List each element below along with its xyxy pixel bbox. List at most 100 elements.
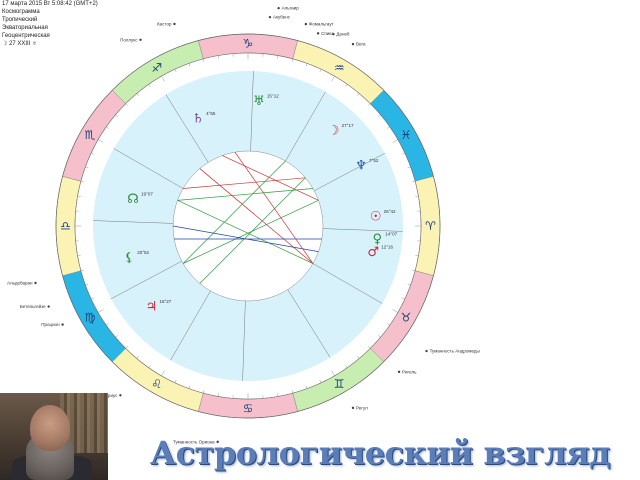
uranus-icon: ♅ — [253, 94, 265, 109]
degree-tick — [125, 103, 128, 106]
datetime-label: 17 марта 2015 Вт 5:08:42 (GMT+2) — [2, 1, 98, 7]
moon-line-label: ☽ 27 XXIII ♅ — [2, 41, 37, 47]
star-marker — [47, 305, 50, 308]
degree-tick — [392, 309, 398, 313]
house-spoke-5 — [312, 263, 383, 304]
saturn-icon: ♄ — [192, 112, 204, 127]
degree-tick — [415, 195, 419, 197]
degree-tick — [407, 166, 411, 169]
degree-tick — [345, 84, 348, 87]
star-label: Альтаир — [282, 6, 300, 11]
degree-tick — [203, 390, 205, 394]
chart-header: 17 марта 2015 Вт 5:08:42 (GMT+2) Космогр… — [2, 0, 98, 48]
sun-icon: ☉ — [370, 210, 382, 225]
degree-tick — [91, 297, 95, 300]
degree-tick — [291, 58, 293, 62]
taurus-sign-glyph: ♉ — [401, 310, 412, 324]
star-label: Кастор — [157, 21, 172, 26]
degree-tick — [115, 335, 118, 338]
jupiter-icon: ♃ — [146, 299, 158, 314]
lilith-degree: 20°52 — [137, 250, 149, 255]
degree-tick — [217, 393, 219, 397]
aries-sign-glyph: ♈ — [425, 219, 436, 233]
degree-tick — [174, 69, 177, 73]
house-spoke-7 — [242, 300, 246, 381]
degree-tick — [203, 58, 205, 62]
degree-tick — [188, 63, 191, 67]
degree-tick — [106, 126, 109, 129]
degree-tick — [277, 393, 279, 397]
degree-tick — [368, 346, 371, 349]
house-spoke-12 — [165, 94, 209, 163]
mars-icon: ♂ — [367, 245, 379, 260]
capricorn-sign-glyph: ♑ — [243, 37, 254, 51]
star-marker — [332, 32, 335, 36]
star-label: Бетельгейзе — [20, 303, 46, 309]
aspect-line-2 — [222, 155, 319, 201]
degree-tick — [217, 55, 219, 59]
degree-tick — [305, 63, 308, 67]
house-system-label: Тропический — [2, 17, 38, 23]
degree-tick — [136, 93, 139, 96]
gemini-sign-glyph: ♊ — [334, 377, 345, 391]
aspect-line-10 — [199, 177, 306, 284]
star-marker — [351, 42, 355, 46]
degree-tick — [85, 283, 89, 286]
chart-type-label: Космограмма — [2, 9, 40, 15]
show-title-banner: Астрологический взгляд — [150, 434, 611, 472]
planets: ♄4°55♅15°12☽27°17♆7°52☊19°07☉26°42♀14°07… — [124, 93, 397, 314]
degree-tick — [412, 181, 416, 183]
degree-tick — [115, 114, 118, 117]
degree-tick — [98, 309, 104, 313]
degree-tick — [319, 379, 322, 383]
degree-tick — [412, 269, 416, 271]
degree-tick — [125, 346, 128, 349]
star-label: Фомальгаут — [309, 22, 334, 27]
house-spoke-4 — [322, 228, 403, 232]
degree-tick — [305, 385, 308, 389]
star-marker — [34, 281, 37, 285]
star-marker — [119, 394, 122, 397]
aspect-line-4 — [182, 160, 286, 264]
star-marker — [61, 323, 64, 326]
degree-tick — [401, 152, 405, 155]
pisces-sign-glyph: ♓ — [401, 128, 412, 142]
aspect-lines — [172, 151, 322, 284]
mars-degree: 12°16 — [381, 245, 393, 250]
degree-tick — [98, 139, 104, 143]
star-marker — [173, 22, 176, 26]
moon-icon: ☽ — [328, 123, 340, 138]
virgo-sign-glyph: ♍ — [85, 310, 96, 324]
degree-tick — [174, 379, 177, 383]
star-marker — [216, 440, 219, 444]
venus-degree: 14°07 — [385, 232, 397, 237]
neptune-icon: ♆ — [355, 158, 367, 173]
degree-tick — [188, 385, 191, 389]
aspect-line-9 — [177, 188, 313, 201]
libra-sign-glyph: ♎ — [60, 219, 71, 233]
zodiac-label: Экваториальная — [2, 25, 48, 31]
aspect-line-8 — [172, 225, 319, 252]
degree-tick — [148, 84, 151, 87]
degree-tick — [415, 255, 419, 257]
uranus-degree: 15°12 — [267, 93, 279, 98]
degree-tick — [401, 297, 405, 300]
degree-tick — [80, 269, 84, 271]
star-marker — [139, 38, 142, 42]
star-label: Денеб — [336, 32, 349, 37]
degree-tick — [378, 335, 381, 338]
aspect-line-1 — [183, 177, 306, 189]
leo-sign-glyph: ♌ — [151, 377, 162, 391]
degree-tick — [345, 365, 348, 368]
house-spoke-9 — [111, 260, 182, 299]
house-spokes — [93, 71, 403, 381]
star-label: Акубенс — [273, 15, 291, 20]
degree-tick — [357, 93, 360, 96]
star-marker — [316, 32, 320, 35]
aspect-circle — [172, 150, 324, 302]
sun-degree: 26°42 — [384, 209, 396, 214]
star-label: Вега — [356, 42, 366, 47]
node-degree: 19°07 — [141, 191, 153, 196]
